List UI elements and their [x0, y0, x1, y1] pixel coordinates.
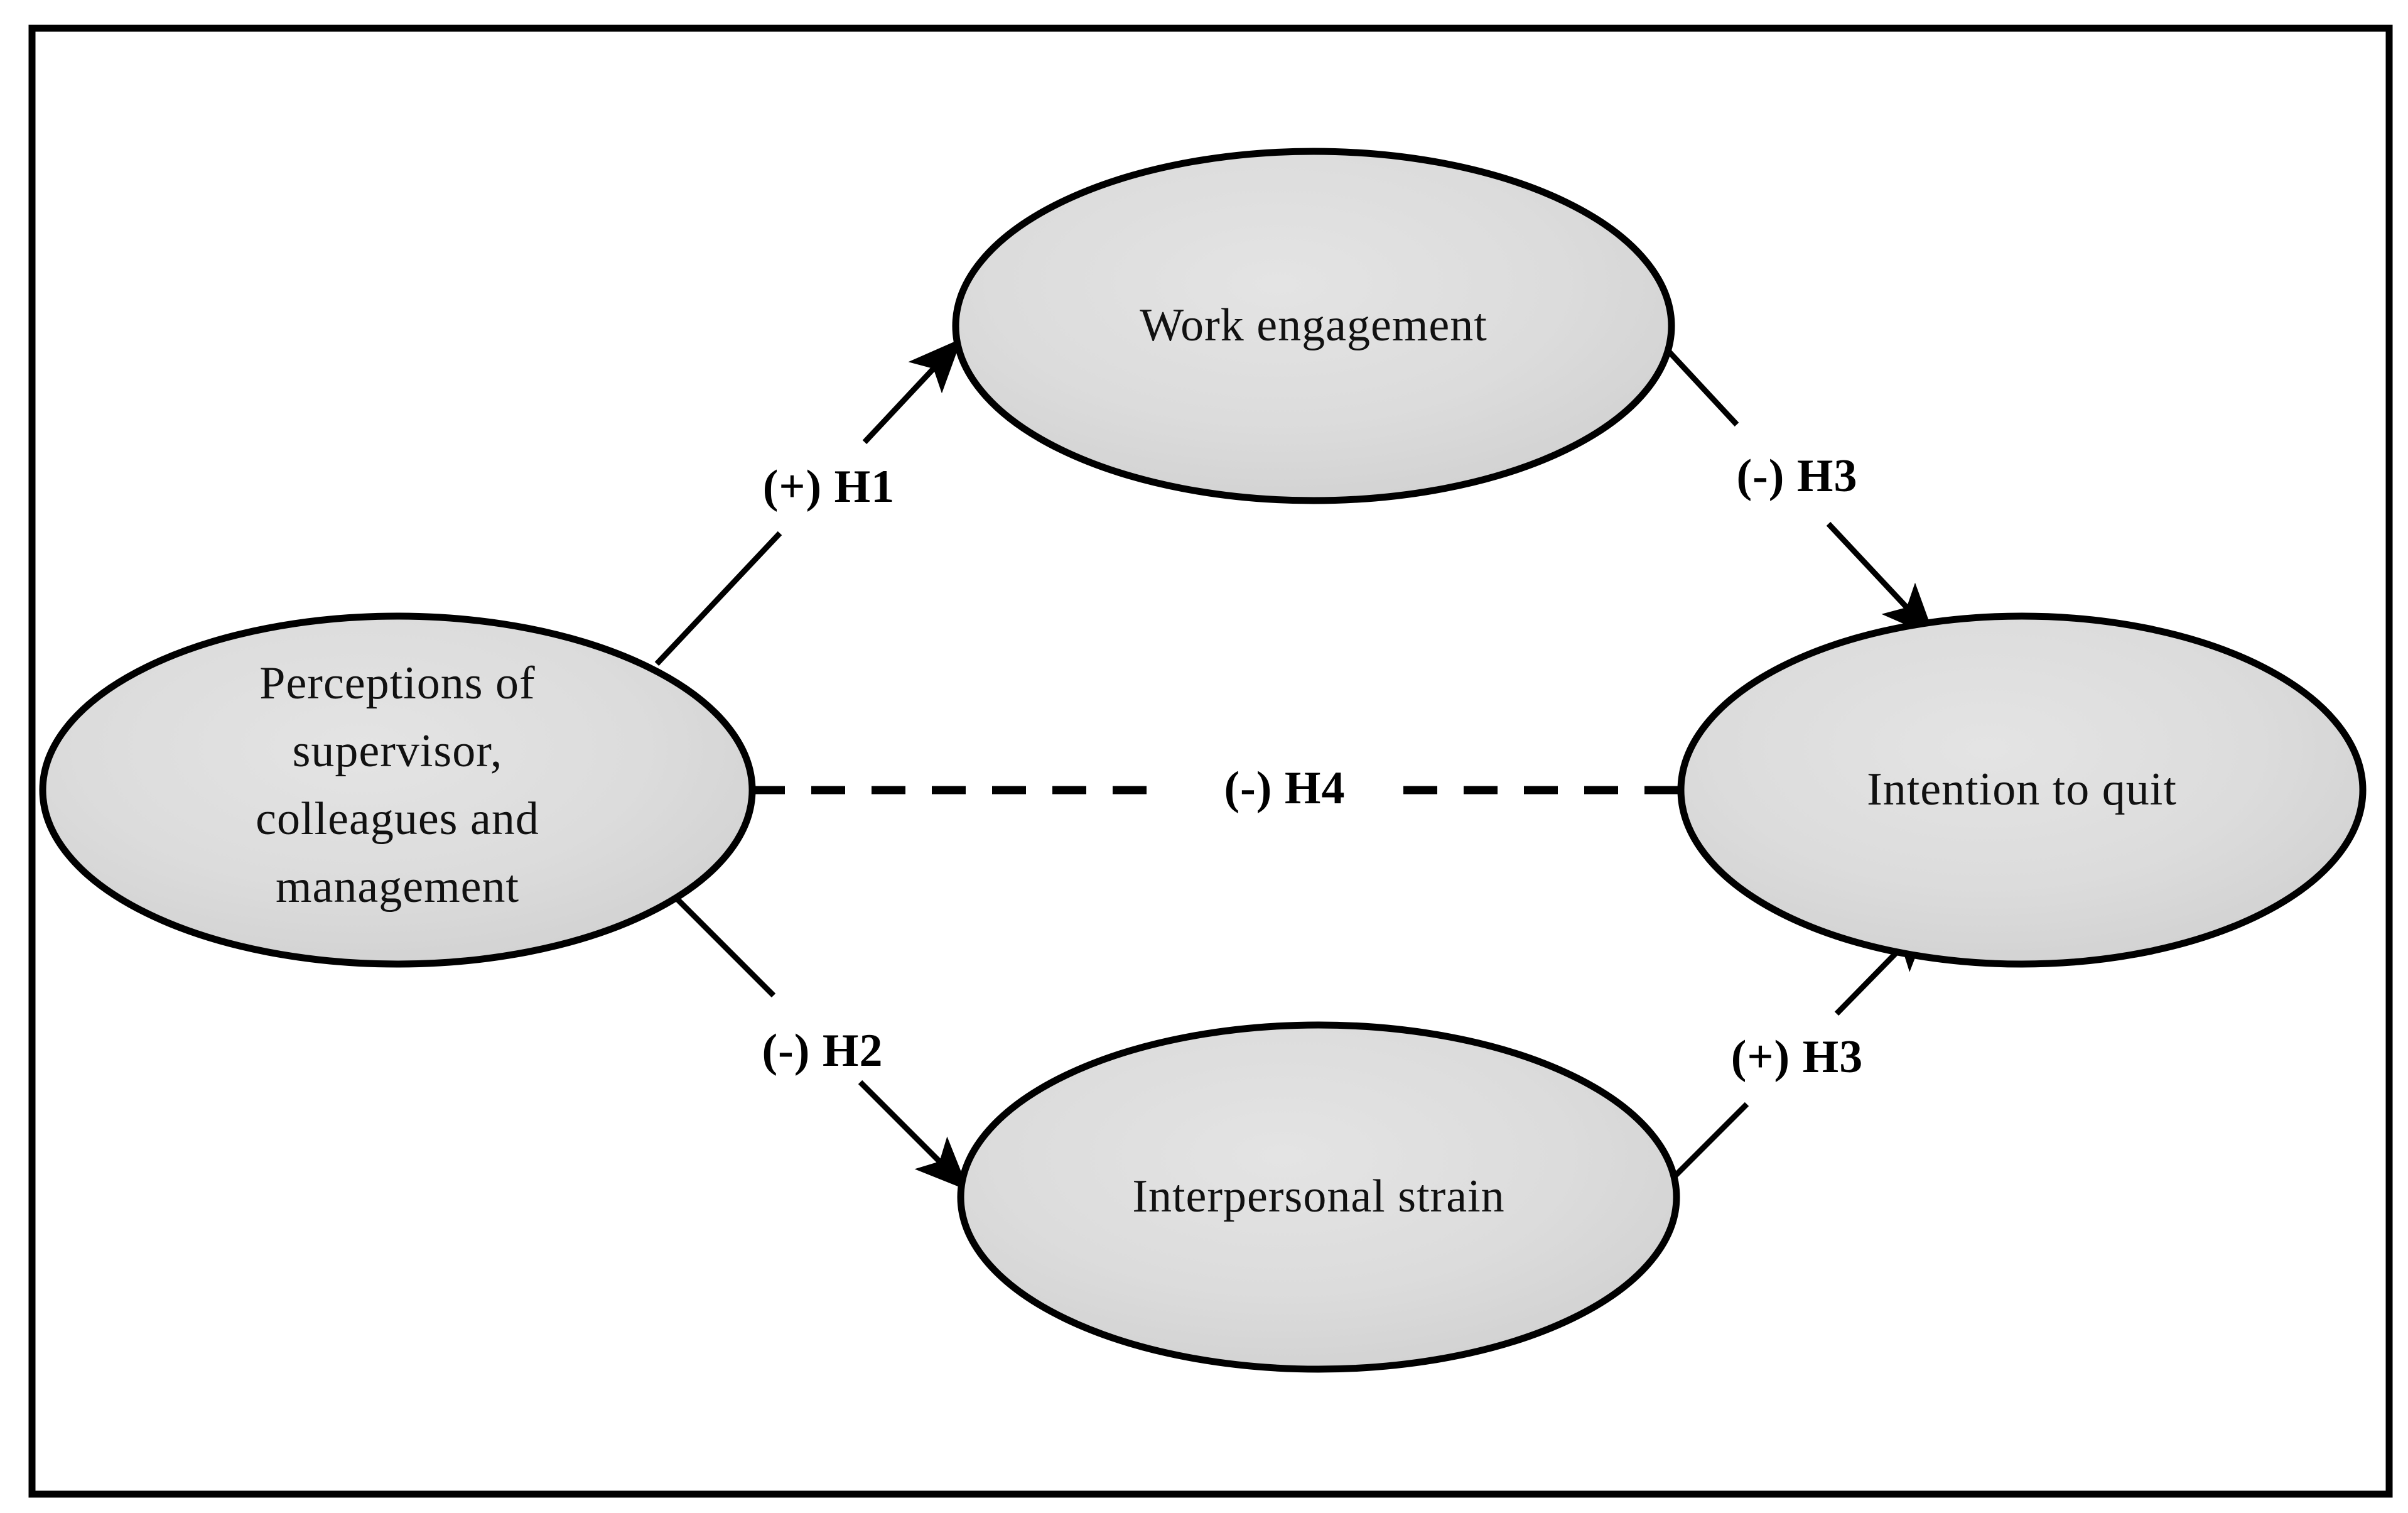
node-work-engagement[interactable]: Work engagement	[952, 148, 1675, 504]
node-work-engagement-ellipse[interactable]	[952, 148, 1675, 504]
edge-label-h3-top: (-) H3	[1737, 450, 1858, 502]
node-interpersonal-strain-ellipse[interactable]	[957, 1021, 1680, 1373]
edge-h1-segment-lower	[654, 531, 782, 666]
node-intention-to-quit[interactable]: Intention to quit	[1677, 612, 2367, 968]
edge-label-h1: (+) H1	[763, 461, 895, 512]
node-perceptions[interactable]: Perceptions of supervisor, colleagues an…	[39, 612, 756, 968]
node-perceptions-ellipse[interactable]	[39, 612, 756, 968]
edge-h2-segment-lower	[858, 1080, 969, 1191]
edge-h3-top-segment-lower	[1826, 521, 1935, 638]
node-intention-to-quit-label: Intention to quit	[1867, 764, 2177, 815]
node-interpersonal-strain-label: Interpersonal strain	[1132, 1171, 1504, 1222]
node-intention-to-quit-ellipse[interactable]	[1677, 612, 2367, 968]
node-interpersonal-strain[interactable]: Interpersonal strain	[957, 1021, 1680, 1373]
figure-border	[28, 24, 2393, 1498]
node-perceptions-line-1: Perceptions of	[259, 658, 535, 709]
node-perceptions-line-4: management	[276, 861, 519, 913]
edge-h1-segment-upper	[862, 338, 962, 445]
edge-label-h3-bottom: (+) H3	[1731, 1031, 1864, 1083]
edge-label-h4: (-) H4	[1224, 762, 1346, 814]
edge-h1	[654, 338, 962, 666]
node-perceptions-line-3: colleagues and	[256, 793, 539, 845]
node-perceptions-line-2: supervisor,	[293, 725, 503, 777]
node-work-engagement-label: Work engagement	[1140, 300, 1487, 351]
edge-label-h2: (-) H2	[762, 1025, 883, 1076]
